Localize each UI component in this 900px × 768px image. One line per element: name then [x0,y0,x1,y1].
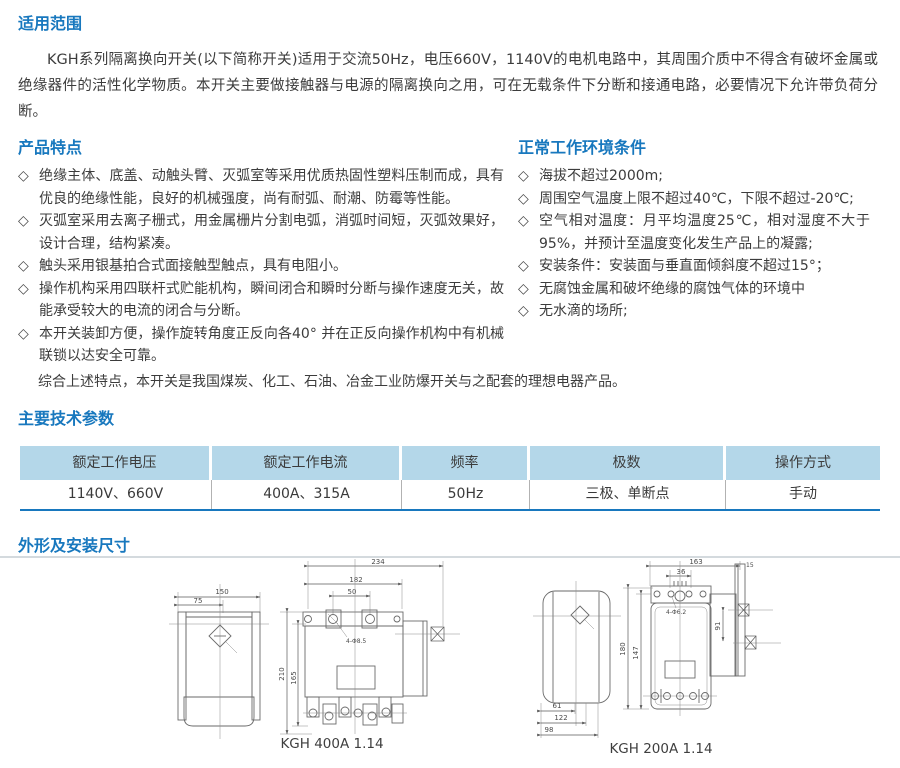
dim-overall-height-200: 180 [619,642,627,655]
dim-mount-width: 182 [349,576,362,584]
outline-drawings-area: 150 75 2 [0,556,900,768]
environment-text: 海拔不超过2000m; [539,168,663,184]
features-list: ◇ 绝缘主体、底盖、动触头臂、灭弧室等采用优质热固性塑料压制而成，具有优良的绝缘… [18,165,504,368]
environment-item: ◇ 空气相对温度：月平均温度25℃，相对湿度不大于95%，并预计至温度变化发生产… [518,210,870,255]
feature-item: ◇ 灭弧室采用去离子栅式，用金属栅片分割电弧，消弧时间短，灭弧效果好，设计合理，… [18,210,504,255]
table-cell: 50Hz [402,479,530,509]
feature-text: 绝缘主体、底盖、动触头臂、灭弧室等采用优质热固性塑料压制而成，具有优良的绝缘性能… [39,168,504,207]
dim-mount-height: 165 [290,671,298,684]
two-column-area: 产品特点 ◇ 绝缘主体、底盖、动触头臂、灭弧室等采用优质热固性塑料压制而成，具有… [0,138,900,368]
dim-mount-height-200: 147 [632,646,640,659]
diamond-bullet-icon: ◇ [518,303,529,319]
environment-item: ◇ 海拔不超过2000m; [518,165,870,188]
environment-text: 周围空气温度上限不超过40℃，下限不超过-20℃; [539,190,854,207]
diamond-bullet-icon: ◇ [518,190,529,207]
feature-text: 触头采用银基拍合式面接触型触点，具有电阻小。 [39,258,347,274]
diamond-bullet-icon: ◇ [518,213,529,229]
section-title-scope: 适用范围 [18,14,83,33]
bottom-divider [0,555,900,558]
side-view-200a: 61 122 98 [533,580,621,738]
table-cell: 手动 [726,479,880,509]
diamond-bullet-icon: ◇ [18,168,29,184]
dim-side-b: 122 [554,714,567,722]
dim-side-half: 75 [194,597,203,605]
diamond-bullet-icon: ◇ [18,258,29,274]
table-cell: 1140V、660V [20,479,212,509]
environment-text: 空气相对温度：月平均温度25℃，相对湿度不大于95%，并预计至温度变化发生产品上… [539,213,870,252]
environment-item: ◇ 安装条件：安装面与垂直面倾斜度不超过15°； [518,255,870,278]
features-column: 产品特点 ◇ 绝缘主体、底盖、动触头臂、灭弧室等采用优质热固性塑料压制而成，具有… [0,138,505,368]
scope-paragraph: KGH系列隔离换向开关(以下简称开关)适用于交流50Hz，电压660V，1140… [18,52,878,120]
dim-side-a: 61 [553,702,562,710]
diamond-bullet-icon: ◇ [518,258,529,274]
drawing-caption-400a: KGH 400A 1.14 [280,736,383,752]
section-title-outline: 外形及安装尺寸 [18,535,131,555]
diamond-bullet-icon: ◇ [18,280,29,297]
environment-text: 安装条件：安装面与垂直面倾斜度不超过15°； [539,258,830,274]
catalog-page: 适用范围 KGH系列隔离换向开关(以下简称开关)适用于交流50Hz，电压660V… [0,14,900,757]
environment-item: ◇ 无水滴的场所; [518,300,870,323]
section-title-features: 产品特点 [18,138,83,157]
front-view-400a: 234 182 50 4-Φ8.5 [278,558,460,734]
environment-column: 正常工作环境条件 ◇ 海拔不超过2000m; ◇ 周围空气温度上限不超过40℃，… [505,138,900,323]
environment-text: 无腐蚀金属和破坏绝缘的腐蚀气体的环境中 [539,280,805,297]
drawing-kgh-200a: 61 122 98 163 36 15 [533,558,781,757]
diamond-bullet-icon: ◇ [518,280,529,297]
column-header: 极数 [530,445,726,480]
drawing-caption-200a: KGH 200A 1.14 [609,741,712,757]
features-summary: 综合上述特点，本开关是我国煤炭、化工、石油、冶金工业防爆开关与之配套的理想电器产… [38,373,626,390]
diamond-bullet-icon: ◇ [518,168,529,184]
environment-item: ◇ 无腐蚀金属和破坏绝缘的腐蚀气体的环境中 [518,278,870,301]
environment-text: 无水滴的场所; [539,303,628,319]
dim-offset: 15 [746,562,754,569]
parameters-table-value-row: 1140V、660V 400A、315A 50Hz 三极、单断点 手动 [20,479,880,509]
table-cell: 400A、315A [212,479,402,509]
dim-side-width: 150 [215,588,228,596]
side-view-400a: 150 75 [169,583,269,739]
column-header: 频率 [402,445,530,480]
environment-list: ◇ 海拔不超过2000m; ◇ 周围空气温度上限不超过40℃，下限不超过-20℃… [518,165,870,323]
feature-item: ◇ 触头采用银基拍合式面接触型触点，具有电阻小。 [18,255,504,278]
feature-item: ◇ 本开关装卸方便，操作旋转角度正反向各40° 并在正反向操作机构中有机械联锁以… [18,323,504,368]
column-header: 操作方式 [726,445,880,480]
dim-overall-height: 210 [278,667,286,680]
dim-overall-width: 234 [371,558,385,566]
dim-overall-width-200: 163 [689,558,702,566]
environment-item: ◇ 周围空气温度上限不超过40℃，下限不超过-20℃; [518,188,870,211]
diamond-bullet-icon: ◇ [18,213,29,229]
dim-shaft: 91 [714,621,722,630]
diamond-bullet-icon: ◇ [18,325,29,342]
feature-text: 灭弧室采用去离子栅式，用金属栅片分割电弧，消弧时间短，灭弧效果好，设计合理，结构… [39,213,504,252]
feature-item: ◇ 操作机构采用四联杆式贮能机构，瞬间闭合和瞬时分断与操作速度无关，故能承受较大… [18,278,504,323]
section-title-environment: 正常工作环境条件 [518,138,647,157]
feature-text: 操作机构采用四联杆式贮能机构，瞬间闭合和瞬时分断与操作速度无关，故能承受较大的电… [39,280,504,320]
dim-side-c: 98 [545,726,554,734]
parameters-table-header-row: 额定工作电压 额定工作电流 频率 极数 操作方式 [20,445,880,480]
dim-holes-label: 4-Φ8.5 [346,638,366,645]
front-view-200a: 163 36 15 4-Φ6.2 [619,558,781,716]
column-header: 额定工作电流 [212,445,402,480]
section-title-parameters: 主要技术参数 [18,408,115,428]
parameters-table: 额定工作电压 额定工作电流 频率 极数 操作方式 1140V、660V 400A… [20,445,880,511]
dim-holes-label-200: 4-Φ6.2 [666,609,686,616]
column-header: 额定工作电压 [20,445,212,480]
table-cell: 三极、单断点 [530,479,726,509]
drawing-kgh-400a: 150 75 2 [169,558,460,752]
dim-hole-span-200: 36 [677,568,686,576]
feature-item: ◇ 绝缘主体、底盖、动触头臂、灭弧室等采用优质热固性塑料压制而成，具有优良的绝缘… [18,165,504,210]
dim-hole-span: 50 [348,588,357,596]
feature-text: 本开关装卸方便，操作旋转角度正反向各40° 并在正反向操作机构中有机械联锁以达安… [39,325,504,365]
